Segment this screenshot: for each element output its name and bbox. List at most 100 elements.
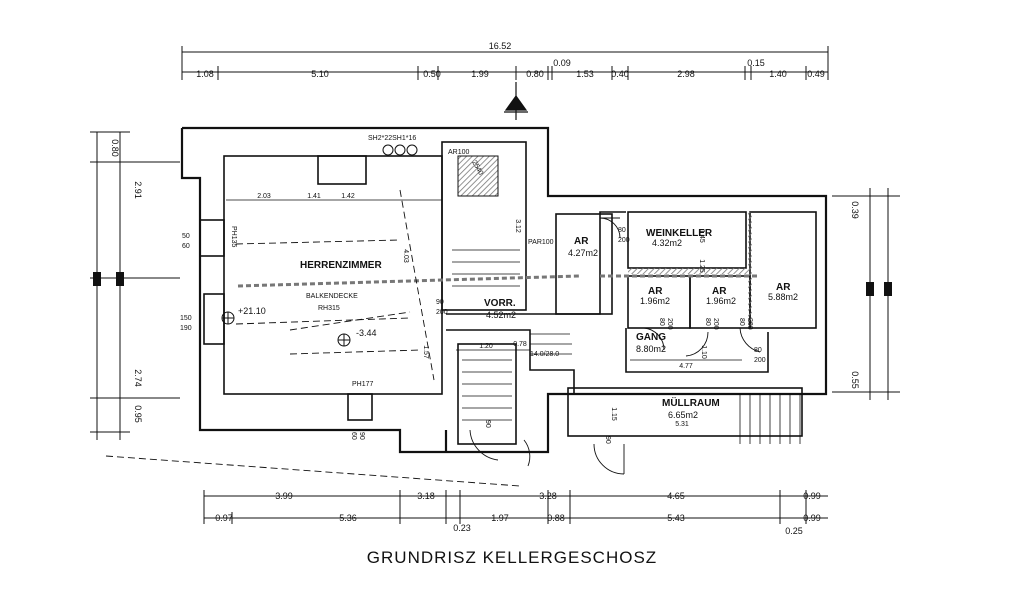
dim-bottom: 5.43 [667, 513, 685, 523]
room-herrenzimmer: HERRENZIMMER BALKENDECKE RH315 +21.10 -3… [230, 135, 554, 388]
opening-size: 90 [358, 432, 365, 440]
room-name: GANG [636, 332, 666, 343]
room-ar1: AR 1.96m2 [640, 286, 670, 306]
bottom-dimension-chains [203, 490, 828, 524]
interior-dimension-lines [226, 199, 742, 361]
room-name: AR [776, 282, 791, 293]
top-dimension-chains [181, 46, 829, 80]
dim-bottom: 0.97 [215, 513, 233, 523]
opening-size: 60 [182, 243, 190, 250]
room-ar: AR 4.27m2 [568, 236, 598, 258]
room-weinkeller: WEINKELLER 4.32m2 [646, 228, 713, 248]
dim-interior: 1.10 [700, 345, 707, 359]
opening-size: 200 [754, 357, 766, 364]
dim-right: 0.55 [850, 371, 860, 389]
opening-size: 190 [180, 325, 192, 332]
ph-label: PH177 [352, 381, 374, 388]
dim-bottom: 4.65 [667, 491, 685, 501]
room-note: RH315 [318, 305, 340, 312]
dim-bottom: 3.28 [539, 491, 557, 501]
dim-left: 0.95 [133, 405, 143, 423]
dim-right: 0.39 [850, 201, 860, 219]
dim-interior: 1.42 [341, 193, 355, 200]
room-name: MÜLLRAUM [662, 396, 720, 409]
room-vorr: VORR. 4.52m2 [484, 298, 516, 320]
dim-bottom: 0.99 [803, 513, 821, 523]
dim-bottom: 0.25 [785, 526, 803, 536]
room-name: AR [574, 236, 589, 247]
room-name: AR [648, 286, 663, 297]
room-ar3: AR 5.88m2 [768, 282, 798, 302]
opening-size-texts: 50 60 150 190 90 200 80 200 80 200 80 20… [180, 227, 766, 444]
room-area: 4.27m2 [568, 248, 598, 258]
room-area: 6.65m2 [668, 410, 698, 420]
level-mark: -3.44 [356, 328, 377, 338]
dim-bottom: 0.88 [547, 513, 565, 523]
opening-size: 200 [436, 309, 448, 316]
dim-interior: 2.03 [257, 193, 271, 200]
room-gang: GANG 8.80m2 [636, 332, 666, 354]
opening-size: 14.0/28.0 [530, 351, 559, 358]
room-note: BALKENDECKE [306, 293, 358, 300]
room-name: VORR. [484, 298, 516, 309]
room-area: 4.32m2 [652, 238, 682, 248]
dim-top: 0.15 [747, 58, 765, 68]
opening-size: 90 [604, 436, 611, 444]
room-area: 1.96m2 [640, 296, 670, 306]
room-name: HERRENZIMMER [300, 260, 382, 271]
chimney-shaft: 2540 [457, 155, 752, 328]
dim-total-top: 16.52 [489, 41, 512, 51]
dim-bottom: 0.99 [803, 491, 821, 501]
room-area: 1.96m2 [706, 296, 736, 306]
room-area: 4.52m2 [486, 310, 516, 320]
dim-interior: 0.78 [513, 341, 527, 348]
dim-top: 2.98 [677, 69, 695, 79]
stair-treads [452, 249, 801, 444]
outer-walls [180, 126, 828, 454]
dim-bottom: 1.97 [491, 513, 509, 523]
top-dimension-texts: 16.52 1.08 5.10 0.50 1.99 0.80 1.53 0.40… [196, 41, 825, 79]
room-muellraum: MÜLLRAUM 6.65m2 [662, 396, 720, 420]
dim-bottom: 5.36 [339, 513, 357, 523]
opening-size: 200 [666, 318, 673, 330]
dim-interior: 4.03 [402, 249, 409, 263]
ph-label: PH135 [230, 226, 237, 248]
inner-walls [199, 141, 817, 445]
dim-left: 2.74 [133, 369, 143, 387]
par100-label: PAR100 [528, 239, 554, 246]
opening-size: 200 [746, 318, 753, 330]
opening-size: 80 [754, 347, 762, 354]
level-mark: +21.10 [238, 306, 266, 316]
dim-top: 0.09 [553, 58, 571, 68]
dim-bottom: 3.18 [417, 491, 435, 501]
dim-top: 0.50 [423, 69, 441, 79]
opening-size: 60 [350, 432, 357, 440]
plan-caption: GRUNDRISZ KELLERGESCHOSZ [366, 548, 658, 567]
room-area: 5.88m2 [768, 292, 798, 302]
opening-size: 80 [618, 227, 626, 234]
dim-bottom: 3.99 [275, 491, 293, 501]
dim-top: 5.10 [311, 69, 329, 79]
dim-top: 1.53 [576, 69, 594, 79]
right-dimension-texts: 0.39 0.55 [850, 201, 860, 389]
dim-interior: 1.41 [307, 193, 321, 200]
ar100-label: AR100 [448, 149, 470, 156]
room-name: AR [712, 286, 727, 297]
dim-interior: 3.12 [514, 219, 521, 233]
interior-dimension-texts: 2.03 1.41 1.42 4.03 3.12 1.25 1.45 4.77 … [257, 193, 707, 428]
shaft-label: SH2*22SH1*16 [368, 135, 416, 142]
room-area: 8.80m2 [636, 344, 666, 354]
room-name: WEINKELLER [646, 228, 713, 239]
left-axis-markers [93, 272, 124, 286]
dim-top: 0.80 [526, 69, 544, 79]
dim-interior: 1.57 [422, 345, 429, 359]
dim-top: 0.40 [611, 69, 629, 79]
dim-top: 1.99 [471, 69, 489, 79]
opening-size: 80 [658, 318, 665, 326]
dim-top: 0.49 [807, 69, 825, 79]
opening-size: 80 [738, 318, 745, 326]
dim-interior: 4.77 [679, 363, 693, 370]
opening-size: 80 [704, 318, 711, 326]
dim-top: 1.40 [769, 69, 787, 79]
